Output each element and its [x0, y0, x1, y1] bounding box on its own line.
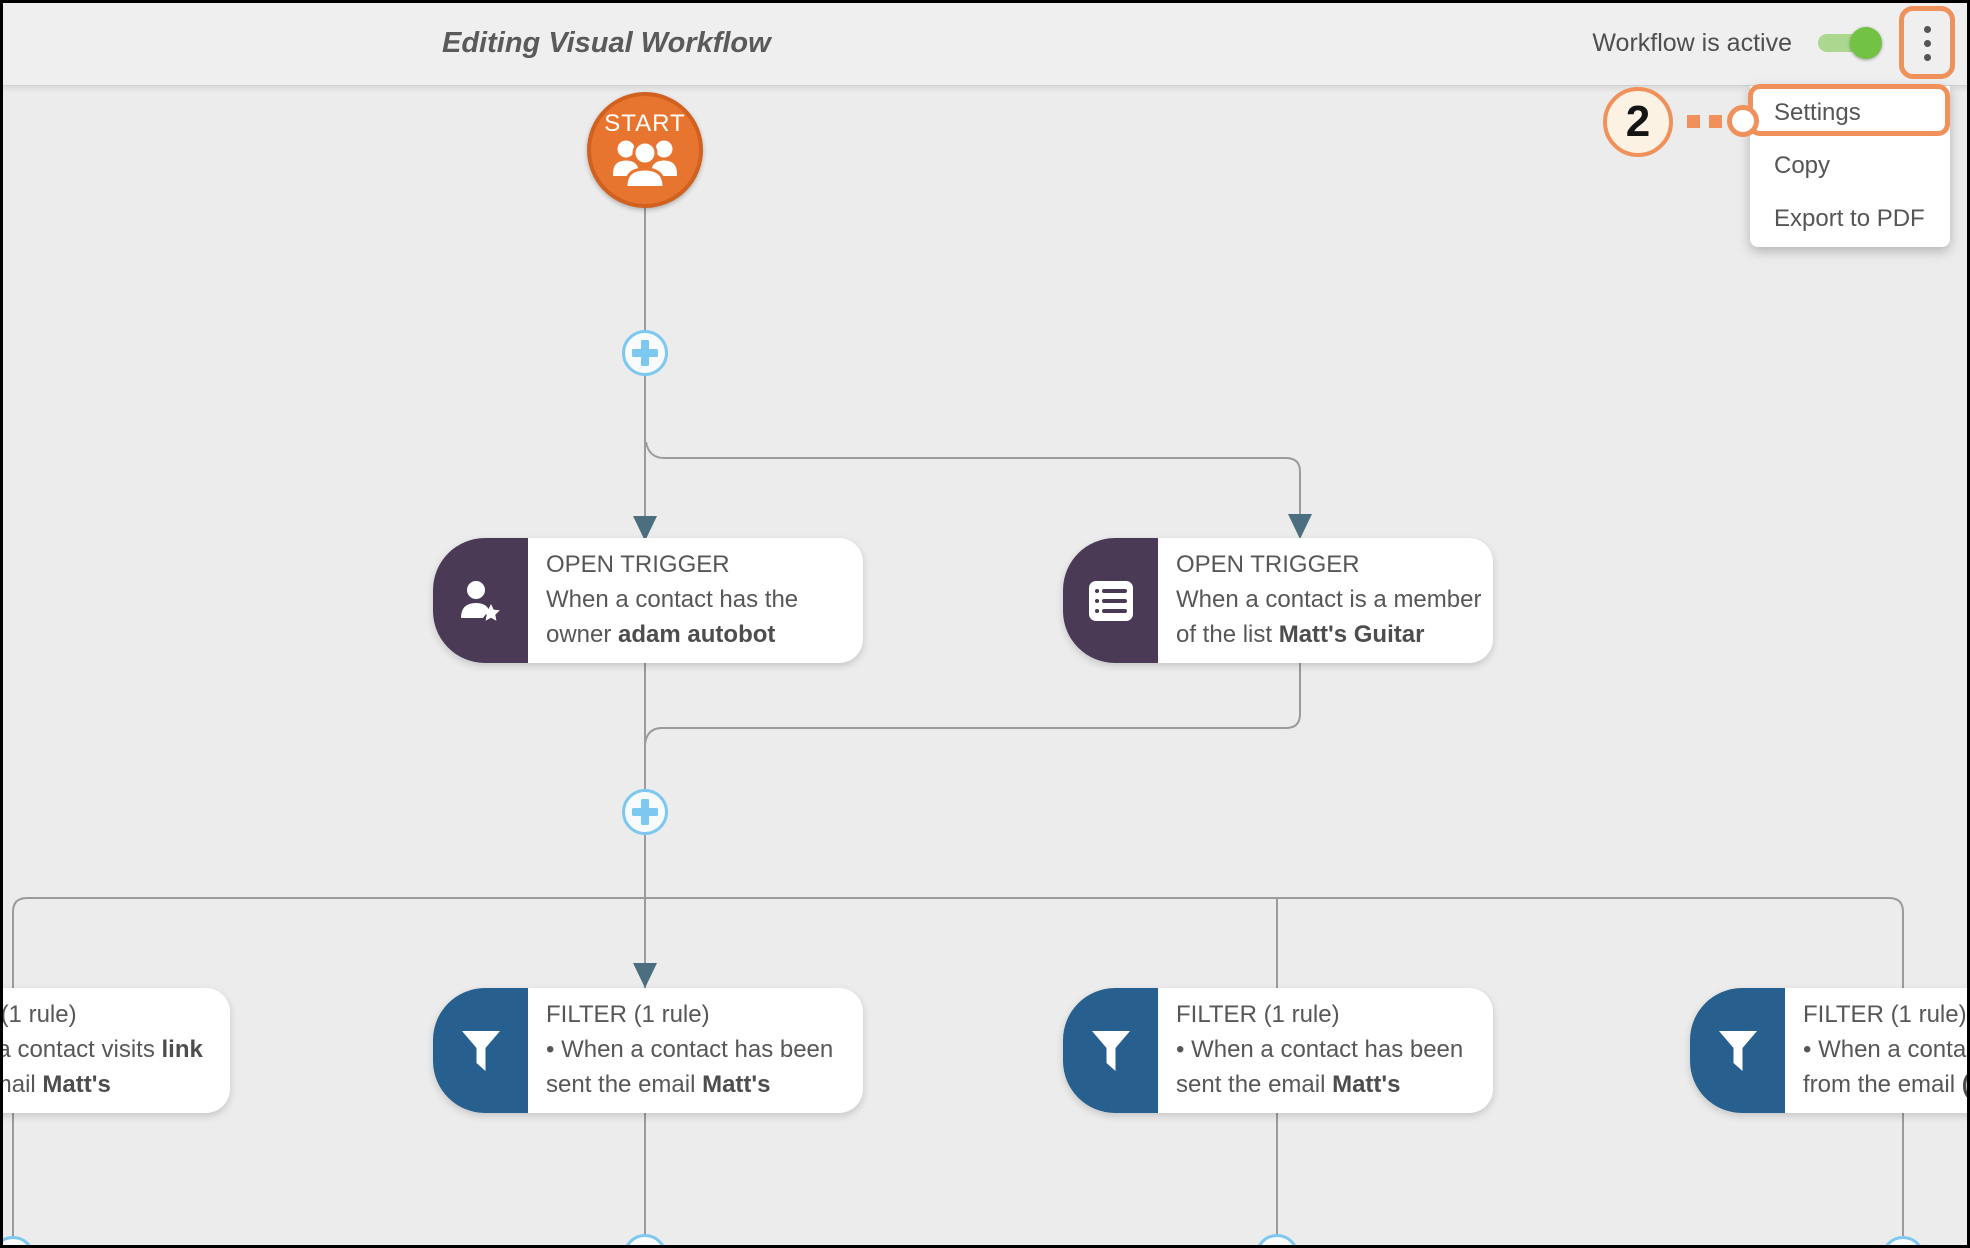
workflow-node-filter-3[interactable]: FILTER (1 rule) • When a contact has bee… [1063, 988, 1493, 1113]
menu-item-settings[interactable]: Settings [1774, 99, 1861, 126]
header-controls: Workflow is active [1592, 0, 1948, 86]
node-line: owner adam autobot [546, 621, 776, 648]
add-step-button-1[interactable] [622, 330, 668, 376]
node-title: FILTER (1 rule) [1803, 1001, 1967, 1028]
kebab-dropdown-menu: Settings Copy Export to PDF [1750, 86, 1950, 247]
workflow-start-node[interactable]: START [587, 92, 703, 208]
people-group-icon [613, 140, 677, 188]
workflow-node-open-trigger-list[interactable]: OPEN TRIGGER When a contact is a member … [1063, 538, 1493, 663]
node-line: When a contact has the [546, 586, 799, 613]
menu-item-copy[interactable]: Copy [1774, 152, 1831, 179]
annotation-dotted-line [1687, 115, 1700, 128]
person-star-icon [433, 538, 528, 663]
arrow-into-filter2 [633, 963, 657, 988]
node-line: • When a contact has been [1176, 1036, 1464, 1063]
workflow-active-label: Workflow is active [1592, 28, 1792, 57]
kebab-dot-icon [1923, 53, 1931, 61]
node-line: • When a contact has [1803, 1036, 1970, 1063]
annotation-dotted-line [1709, 115, 1722, 128]
node-line: • When a contact visits link [0, 1036, 203, 1063]
start-label: START [604, 110, 686, 137]
connector-trigger2-merge [644, 663, 1301, 745]
annotation-kebab-highlight [1899, 6, 1955, 79]
annotation-settings-highlight [1748, 84, 1950, 136]
kebab-dot-icon [1923, 25, 1931, 33]
workflow-node-filter-2[interactable]: FILTER (1 rule) • When a contact has bee… [433, 988, 863, 1113]
node-line: in the email Matt's [0, 1071, 111, 1098]
workflow-node-filter-4[interactable]: FILTER (1 rule) • When a contact has fro… [1690, 988, 1970, 1113]
annotation-step-number: 2 [1625, 97, 1651, 146]
workflow-header: Editing Visual Workflow Workflow is acti… [0, 0, 1970, 86]
workflow-active-toggle[interactable] [1816, 26, 1882, 60]
node-line: of the list Matt's Guitar [1176, 621, 1425, 648]
arrow-into-trigger2 [1288, 514, 1312, 539]
menu-item-export-pdf[interactable]: Export to PDF [1774, 205, 1925, 232]
workflow-node-filter-1[interactable]: FILTER (1 rule) • When a contact visits … [0, 988, 230, 1113]
node-line: sent the email Matt's [1176, 1071, 1401, 1098]
connector-filter-split [12, 897, 1904, 1248]
plus-icon [632, 799, 658, 825]
node-line: sent the email Matt's [546, 1071, 771, 1098]
kebab-dot-icon [1923, 39, 1931, 47]
funnel-icon [433, 988, 528, 1113]
node-title: FILTER (1 rule) [1176, 1001, 1340, 1028]
arrow-into-trigger1 [633, 516, 657, 541]
connector-branch-to-trigger2 [645, 441, 1301, 516]
toggle-knob [1850, 27, 1882, 59]
plus-icon [632, 340, 658, 366]
node-line: When a contact is a member [1176, 586, 1482, 613]
funnel-icon [1690, 988, 1785, 1113]
node-title: OPEN TRIGGER [1176, 551, 1360, 578]
node-line: • When a contact has been [546, 1036, 834, 1063]
workflow-node-open-trigger-owner[interactable]: OPEN TRIGGER When a contact has the owne… [433, 538, 863, 663]
list-icon [1063, 538, 1158, 663]
node-title: FILTER (1 rule) [546, 1001, 710, 1028]
page-title: Editing Visual Workflow [442, 27, 771, 59]
add-step-button-2[interactable] [622, 789, 668, 835]
node-title: OPEN TRIGGER [546, 551, 730, 578]
node-line: from the email (personal) [1803, 1071, 1970, 1098]
annotation-step-badge: 2 [1603, 87, 1673, 157]
kebab-menu-button[interactable] [1906, 13, 1948, 73]
node-title: FILTER (1 rule) [0, 1001, 77, 1028]
funnel-icon [1063, 988, 1158, 1113]
annotation-connector-ring [1727, 105, 1759, 137]
